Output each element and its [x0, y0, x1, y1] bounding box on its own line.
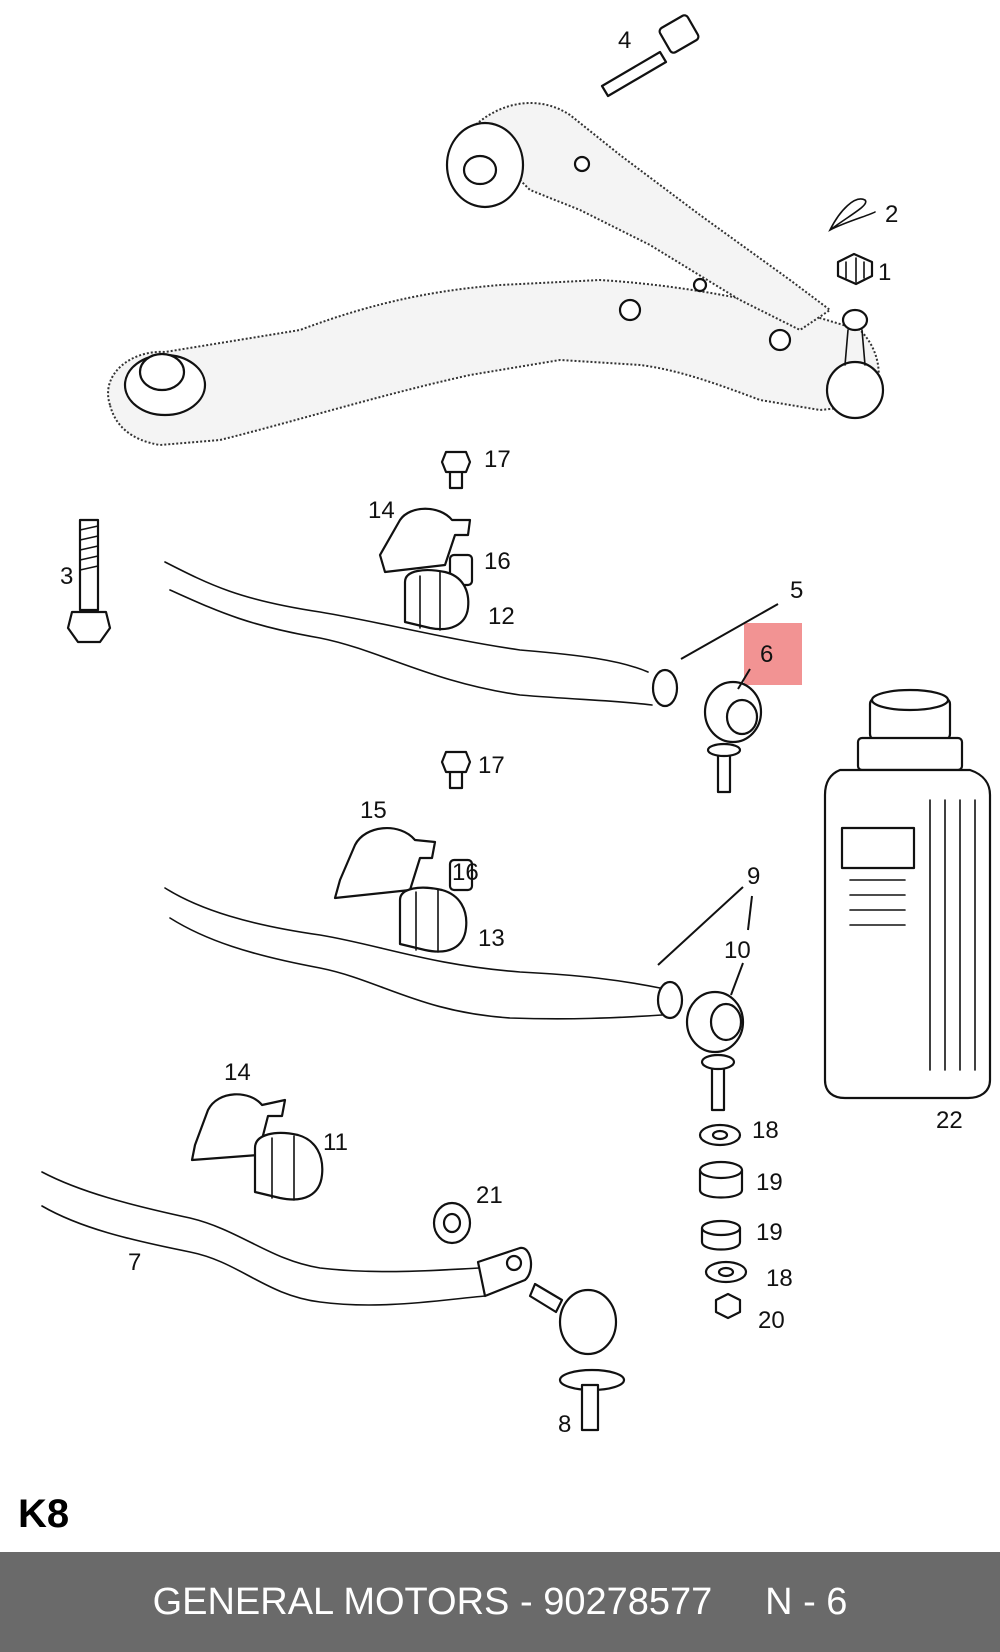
leader-part-10	[730, 962, 744, 996]
link-part-8	[528, 1282, 626, 1432]
callout-8: 8	[558, 1411, 571, 1438]
callout-labels: 1234567891011121314141516161717181819192…	[60, 27, 963, 1438]
bolt-part-4	[600, 14, 700, 98]
footer-bar: GENERAL MOTORS - 90278577 N - 6	[0, 1552, 1000, 1652]
callout-3: 3	[60, 563, 73, 590]
callout-19: 19	[756, 1169, 783, 1196]
bottle-part-22	[823, 688, 992, 1100]
stabilizer-bar-part-7	[41, 1171, 533, 1306]
bushing-part-19-upper	[698, 1160, 744, 1199]
callout-14: 14	[224, 1059, 251, 1086]
stabilizer-bar-part-5	[164, 561, 679, 708]
callout-17: 17	[478, 752, 505, 779]
washer-part-18-lower	[704, 1260, 748, 1284]
callout-16: 16	[484, 548, 511, 575]
cotter-pin-part-2	[828, 198, 876, 232]
callout-12: 12	[488, 603, 515, 630]
leader-part-6	[737, 668, 751, 690]
manufacturer: GENERAL MOTORS	[152, 1581, 510, 1623]
footer-text: GENERAL MOTORS - 90278577 N - 6	[0, 1552, 1000, 1652]
leader-part-10-b	[747, 895, 753, 931]
bushing-part-13	[398, 886, 468, 953]
highlight-box-part-6	[744, 623, 802, 685]
nut-part-16-lower	[448, 858, 474, 892]
callout-2: 2	[885, 201, 898, 228]
callout-13: 13	[478, 925, 505, 952]
link-part-6	[703, 680, 763, 794]
callout-4: 4	[618, 27, 631, 54]
callout-21: 21	[476, 1182, 503, 1209]
callout-17: 17	[484, 446, 511, 473]
bushing-part-12	[403, 569, 470, 631]
callout-16: 16	[452, 859, 479, 886]
control-arm	[107, 102, 885, 447]
callout-15: 15	[360, 797, 387, 824]
part-number: 90278577	[543, 1581, 713, 1623]
bolt-part-3	[66, 518, 112, 644]
bushing-part-11	[253, 1131, 324, 1201]
bolt-part-17-lower	[440, 750, 472, 790]
callout-6: 6	[760, 641, 773, 668]
bolt-part-17-upper	[440, 450, 472, 490]
callout-7: 7	[128, 1249, 141, 1276]
diagram-code: K8	[18, 1492, 70, 1536]
callout-9: 9	[747, 863, 760, 890]
parts-diagram: 1234567891011121314141516161717181819192…	[41, 14, 992, 1438]
callout-10: 10	[724, 937, 751, 964]
callout-5: 5	[790, 577, 803, 604]
callout-14: 14	[368, 497, 395, 524]
diagram-position: N - 6	[765, 1581, 848, 1623]
clamp-part-14-upper	[378, 507, 472, 574]
callout-18: 18	[766, 1265, 793, 1292]
leader-part-9	[657, 886, 744, 966]
callout-22: 22	[936, 1107, 963, 1134]
bushing-part-19-lower	[700, 1219, 742, 1251]
separator: -	[519, 1581, 533, 1623]
callout-20: 20	[758, 1307, 785, 1334]
washer-part-18-upper	[698, 1123, 742, 1147]
nut-part-21	[432, 1201, 472, 1245]
callout-11: 11	[323, 1129, 348, 1156]
stabilizer-bar-part-9	[164, 887, 684, 1020]
clamp-part-15	[333, 826, 437, 900]
clamp-part-14-lower	[190, 1093, 287, 1162]
callout-18: 18	[752, 1117, 779, 1144]
leader-part-5	[680, 603, 779, 660]
castle-nut-part-1	[836, 252, 874, 286]
nut-part-20	[714, 1292, 742, 1320]
callout-1: 1	[878, 259, 891, 286]
link-part-10	[685, 990, 745, 1112]
callout-19: 19	[756, 1219, 783, 1246]
